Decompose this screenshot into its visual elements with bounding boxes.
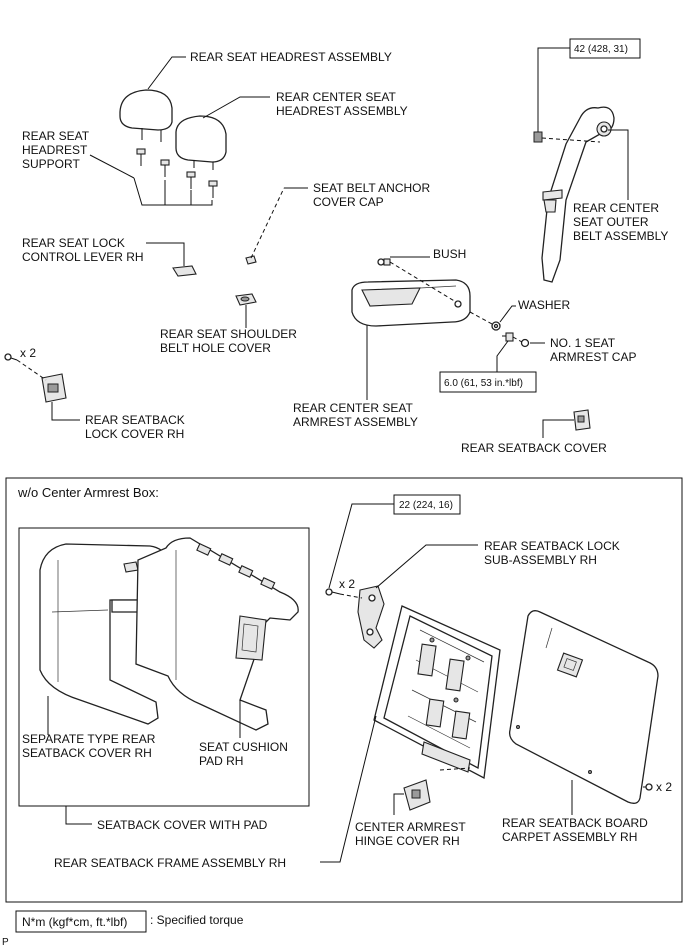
rear-seatback-cover-label: REAR SEATBACK COVER xyxy=(461,441,607,455)
headrest-support-illustration xyxy=(133,148,218,206)
separate-type-cover-label-line1: SEPARATE TYPE REAR xyxy=(22,732,156,746)
rear-seatback-lock-sub-label-line1: REAR SEATBACK LOCK xyxy=(484,539,620,553)
wo-center-armrest-box-frame xyxy=(5,477,683,903)
seat-cushion-pad-label-line1: SEAT CUSHION xyxy=(199,740,288,754)
armrest-bolt-illustration xyxy=(502,332,514,342)
rear-seatback-frame-assembly-illustration xyxy=(373,605,501,780)
rear-seatback-lock-cover-illustration xyxy=(4,353,67,403)
rear-seatback-lock-cover-label-line1: REAR SEATBACK xyxy=(85,413,185,427)
torque-legend-unit: N*m (kgf*cm, ft.*lbf) xyxy=(22,915,127,929)
rear-center-armrest-label-line2: ARMREST ASSEMBLY xyxy=(293,415,418,429)
rear-seat-lock-control-lever-illustration xyxy=(172,265,197,277)
shoulder-belt-hole-cover-label-line2: BELT HOLE COVER xyxy=(160,341,271,355)
lock-cover-bolt-qty: x 2 xyxy=(20,346,36,360)
bush-illustration xyxy=(377,258,391,266)
rear-seatback-lock-cover-label-line2: LOCK COVER RH xyxy=(85,427,184,441)
carpet-bolt-illustration xyxy=(643,783,653,791)
rear-center-outer-belt-label-line3: BELT ASSEMBLY xyxy=(573,229,668,243)
rear-seatback-lock-sub-label-line2: SUB-ASSEMBLY RH xyxy=(484,553,597,567)
headrest-support-label-line1: REAR SEAT xyxy=(22,129,90,143)
rear-seat-headrest-assembly-label: REAR SEAT HEADREST ASSEMBLY xyxy=(190,50,392,64)
headrest-support-label-line3: SUPPORT xyxy=(22,157,80,171)
seatback-cover-with-pad-label: SEATBACK COVER WITH PAD xyxy=(97,818,268,832)
torque-legend-box xyxy=(15,910,147,933)
separate-type-cover-label-line2: SEATBACK COVER RH xyxy=(22,746,152,760)
washer-label: WASHER xyxy=(518,298,571,312)
armrest-cap-illustration xyxy=(520,338,530,348)
rear-seat-lock-control-lever-label-line1: REAR SEAT LOCK xyxy=(22,236,125,250)
headrest-support-label-line2: HEADREST xyxy=(22,143,88,157)
torque-legend-description: : Specified torque xyxy=(150,913,244,927)
lock-sub-bolt-illustration xyxy=(325,588,341,596)
rear-center-headrest-illustration xyxy=(175,115,227,170)
torque-box-seatback-lock xyxy=(393,494,461,515)
torque-box-armrest xyxy=(439,371,537,393)
rear-seatback-board-carpet-label-line1: REAR SEATBACK BOARD xyxy=(502,816,648,830)
rear-center-headrest-label-line2: HEADREST ASSEMBLY xyxy=(276,104,408,118)
seat-belt-anchor-cover-cap-label-line2: COVER CAP xyxy=(313,195,384,209)
no1-seat-armrest-cap-label-line1: NO. 1 SEAT xyxy=(550,336,616,350)
rear-seatback-board-carpet-label-line2: CARPET ASSEMBLY RH xyxy=(502,830,637,844)
center-armrest-hinge-cover-label-line1: CENTER ARMREST xyxy=(355,820,466,834)
rear-center-outer-belt-label-line2: SEAT OUTER xyxy=(573,215,649,229)
rear-center-armrest-illustration xyxy=(351,279,471,327)
rear-seat-lock-control-lever-label-line2: CONTROL LEVER RH xyxy=(22,250,144,264)
seat-cushion-pad-label-line2: PAD RH xyxy=(199,754,243,768)
rear-seatback-board-carpet-illustration xyxy=(508,610,659,804)
shoulder-belt-hole-cover-label-line1: REAR SEAT SHOULDER xyxy=(160,327,297,341)
belt-anchor-bolt-illustration xyxy=(533,131,543,143)
bush-label: BUSH xyxy=(433,247,466,261)
wo-center-armrest-box-title: w/o Center Armrest Box: xyxy=(17,485,159,500)
rear-center-headrest-label-line1: REAR CENTER SEAT xyxy=(276,90,396,104)
torque-box-belt-anchor xyxy=(569,38,641,59)
rear-center-outer-belt-illustration xyxy=(541,106,615,283)
footer-mark: P xyxy=(2,937,9,948)
rear-center-armrest-label-line1: REAR CENTER SEAT xyxy=(293,401,413,415)
torque-seatback-lock-value: 22 (224, 16) xyxy=(399,500,453,511)
rear-seatback-lock-sub-assembly-illustration xyxy=(357,585,385,649)
center-armrest-hinge-cover-label-line2: HINGE COVER RH xyxy=(355,834,460,848)
lock-sub-bolt-qty: x 2 xyxy=(339,577,355,591)
seat-cushion-pad-illustration xyxy=(135,537,299,731)
seat-belt-anchor-cover-cap-label-line1: SEAT BELT ANCHOR xyxy=(313,181,430,195)
torque-belt-anchor-value: 42 (428, 31) xyxy=(574,44,628,55)
rear-seatback-frame-assembly-label: REAR SEATBACK FRAME ASSEMBLY RH xyxy=(54,856,286,870)
carpet-bolt-qty: x 2 xyxy=(656,780,672,794)
rear-center-outer-belt-label-line1: REAR CENTER xyxy=(573,201,659,215)
torque-armrest-value: 6.0 (61, 53 in.*lbf) xyxy=(444,378,523,389)
no1-seat-armrest-cap-label-line2: ARMREST CAP xyxy=(550,350,636,364)
seatback-cover-with-pad-group-frame xyxy=(18,527,310,807)
rear-seat-headrest-illustration xyxy=(119,89,173,142)
